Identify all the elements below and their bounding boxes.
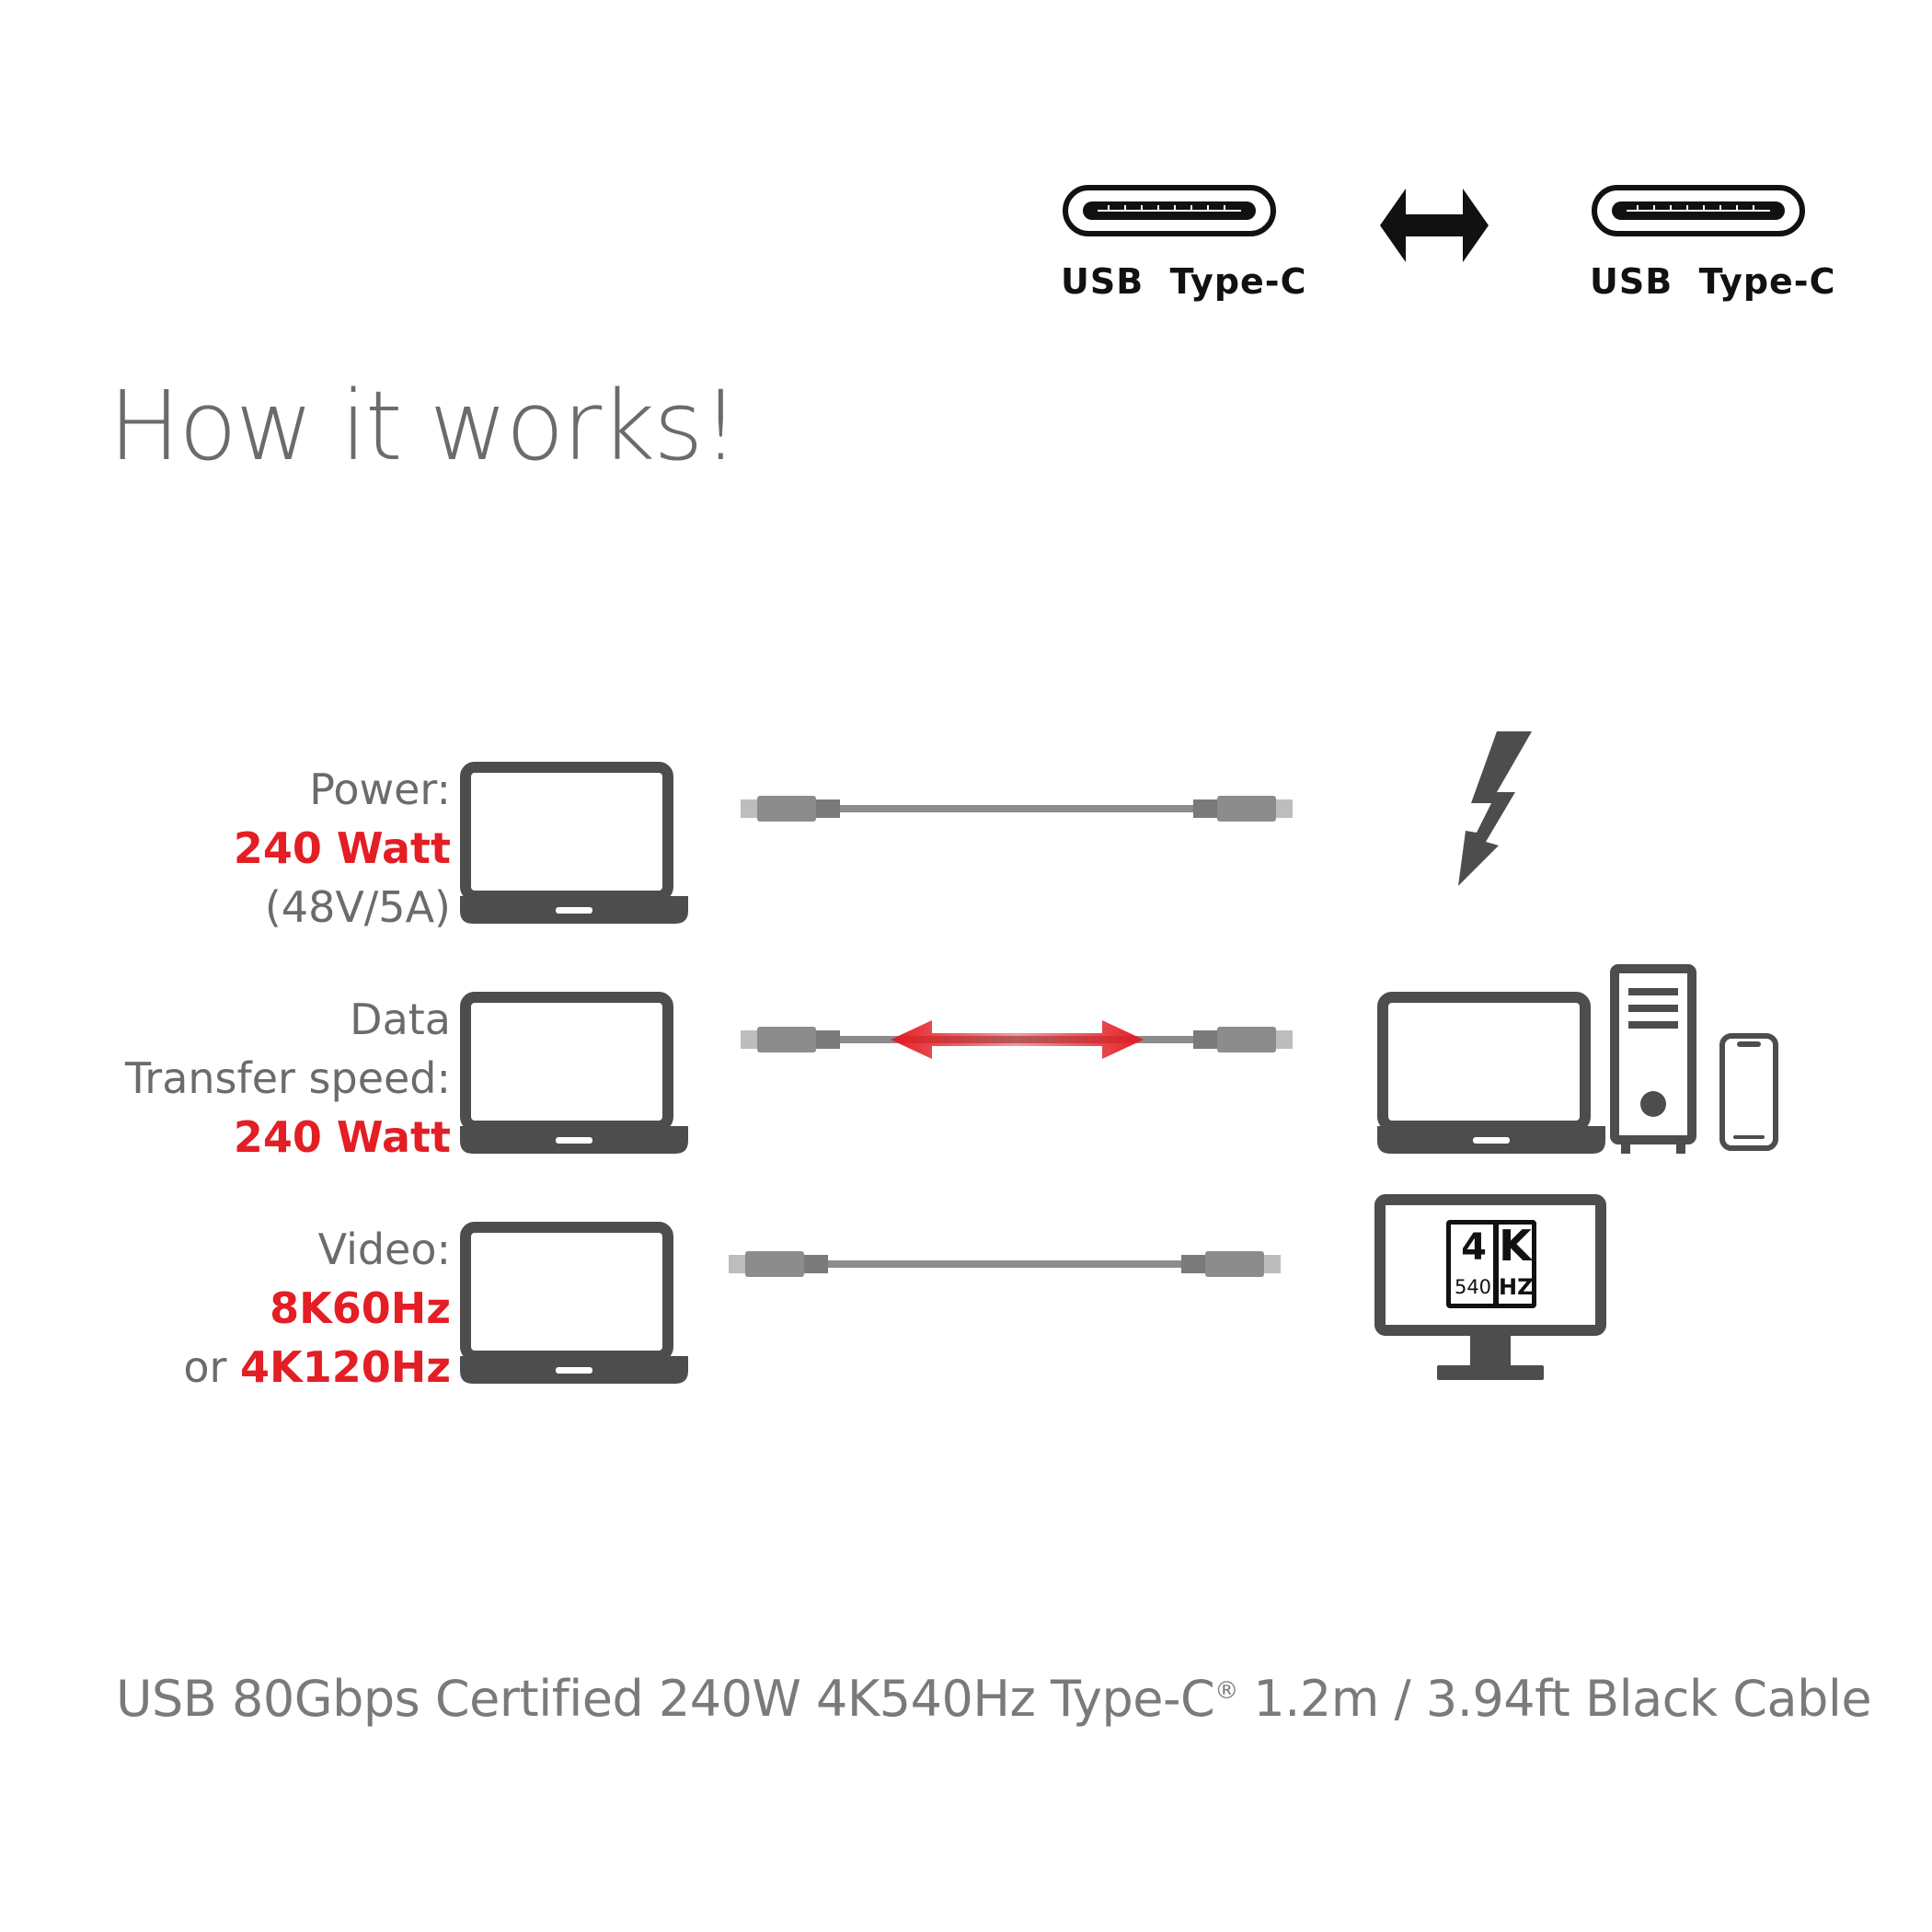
cable-icon-power xyxy=(741,796,1293,822)
left-connector-label: USB Type-C xyxy=(1061,261,1307,302)
label-power: Power: 240 Watt (48V/5A) xyxy=(234,760,451,937)
laptop-icon-device xyxy=(1377,992,1605,1154)
label-data-value: 240 Watt xyxy=(233,1112,451,1162)
badge-small-number: 540 xyxy=(1454,1276,1492,1298)
label-data: Data Transfer speed: 240 Watt xyxy=(125,990,451,1167)
label-video-value-1: 8K60Hz xyxy=(270,1283,451,1333)
label-data-line-2: Transfer speed: xyxy=(124,1053,451,1103)
smartphone-icon xyxy=(1719,1033,1778,1151)
lightning-icon xyxy=(1458,731,1532,886)
badge-big-digit: 4 xyxy=(1461,1226,1487,1269)
laptop-icon-power xyxy=(460,762,688,924)
laptop-icon-data xyxy=(460,992,688,1154)
label-video-value-2: 4K120Hz xyxy=(240,1342,451,1392)
label-data-line-1: Data xyxy=(350,995,451,1044)
label-video-or: or xyxy=(183,1342,241,1392)
double-arrow-icon xyxy=(1380,189,1489,262)
badge-small-unit: HZ xyxy=(1499,1274,1534,1300)
cable-icon-video xyxy=(729,1251,1281,1277)
label-power-detail: (48V/5A) xyxy=(264,882,451,932)
right-connector-label: USB Type-C xyxy=(1590,261,1836,302)
label-power-line-1: Power: xyxy=(309,765,451,814)
badge-big-letter: K xyxy=(1499,1221,1532,1271)
label-power-value: 240 Watt xyxy=(233,823,451,873)
product-description-main: USB 80Gbps Certified 240W 4K540Hz Type-C xyxy=(116,1670,1215,1728)
product-description: USB 80Gbps Certified 240W 4K540Hz Type-C… xyxy=(116,1670,1872,1728)
laptop-icon-video xyxy=(460,1222,688,1384)
usb-c-port-icon-right xyxy=(1592,185,1805,236)
label-video-line-1: Video: xyxy=(317,1225,451,1274)
product-description-rest: 1.2m / 3.94ft Black Cable xyxy=(1237,1670,1872,1728)
desktop-tower-icon xyxy=(1610,964,1696,1154)
label-video: Video: 8K60Hz or 4K120Hz xyxy=(183,1220,451,1397)
4k-badge-icon: 4 K 540 HZ xyxy=(1446,1220,1536,1308)
registered-mark: ® xyxy=(1214,1677,1238,1705)
usb-c-port-icon-left xyxy=(1063,185,1276,236)
page-title: How it works! xyxy=(109,370,740,482)
data-transfer-arrow-icon xyxy=(891,1020,1144,1059)
